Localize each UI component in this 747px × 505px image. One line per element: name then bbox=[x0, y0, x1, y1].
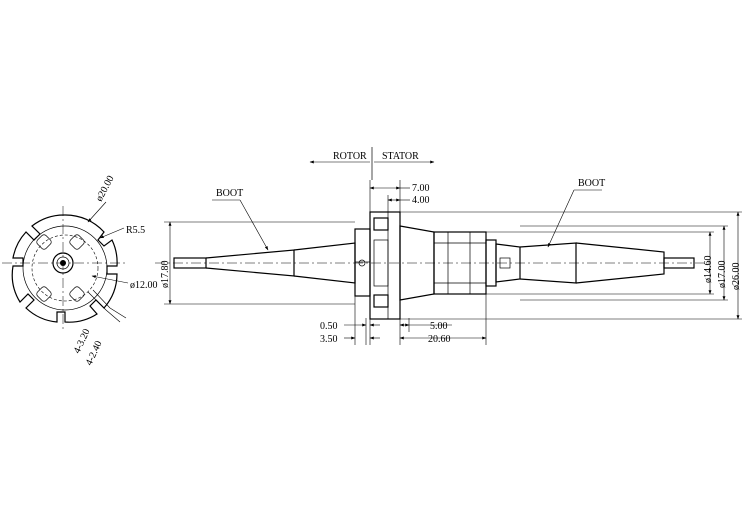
leader-holes-ext-a bbox=[109, 307, 127, 319]
end-view-inner-ring bbox=[22, 225, 108, 311]
flange-notch-bottom bbox=[373, 294, 389, 308]
rotor-pin bbox=[358, 259, 366, 267]
dim-500: 5.00 bbox=[430, 321, 448, 332]
dim-2060: 20.60 bbox=[428, 334, 451, 345]
leader-holes-b bbox=[87, 291, 107, 311]
leader-boot-left bbox=[239, 199, 269, 251]
dim-400: 4.00 bbox=[412, 195, 430, 206]
label-boot-left: BOOT bbox=[216, 188, 243, 199]
end-view-lobe bbox=[69, 286, 85, 302]
leader-d12 bbox=[91, 275, 129, 284]
end-view-lobe bbox=[36, 286, 52, 302]
dim-d20: ø20.00 bbox=[94, 174, 117, 203]
dim-1700: ø17.00 bbox=[717, 261, 728, 289]
left-fiber-tail bbox=[173, 257, 207, 269]
left-boot-taper bbox=[205, 249, 295, 277]
dim-r55: R5.5 bbox=[126, 225, 145, 236]
end-view-lobe bbox=[36, 234, 52, 250]
end-view-outer-profile bbox=[11, 214, 118, 323]
stator-body bbox=[433, 231, 487, 295]
end-view-lobe bbox=[69, 234, 85, 250]
dim-2600: ø26.00 bbox=[731, 263, 742, 291]
leader-holes-ext-b bbox=[105, 309, 121, 323]
dim-1460: ø14.60 bbox=[703, 256, 714, 284]
rotor-flange bbox=[354, 228, 371, 297]
label-rotor: ROTOR bbox=[333, 151, 367, 162]
dim-050: 0.50 bbox=[320, 321, 338, 332]
leader-holes-a bbox=[92, 289, 111, 309]
end-view-pitch-circle bbox=[31, 234, 99, 302]
leader-r55 bbox=[99, 227, 125, 239]
flange-notch-top bbox=[373, 217, 389, 231]
dim-350: 3.50 bbox=[320, 334, 338, 345]
dim-1780: ø17.80 bbox=[160, 261, 171, 289]
right-fiber-tail bbox=[663, 257, 695, 269]
dim-700: 7.00 bbox=[412, 183, 430, 194]
leader-boot-right bbox=[547, 189, 575, 248]
stator-key bbox=[499, 257, 511, 269]
label-boot-right: BOOT bbox=[578, 178, 605, 189]
leader-d20 bbox=[87, 201, 107, 223]
label-stator: STATOR bbox=[382, 151, 419, 162]
end-view: ø20.00 R5.5 ø12.00 4-3.20 4-2.40 bbox=[2, 174, 158, 367]
dim-d12: ø12.00 bbox=[130, 280, 158, 291]
side-view: ROTOR STATOR BOOT BOOT 7.00 4.00 ø17.80 bbox=[155, 147, 742, 345]
